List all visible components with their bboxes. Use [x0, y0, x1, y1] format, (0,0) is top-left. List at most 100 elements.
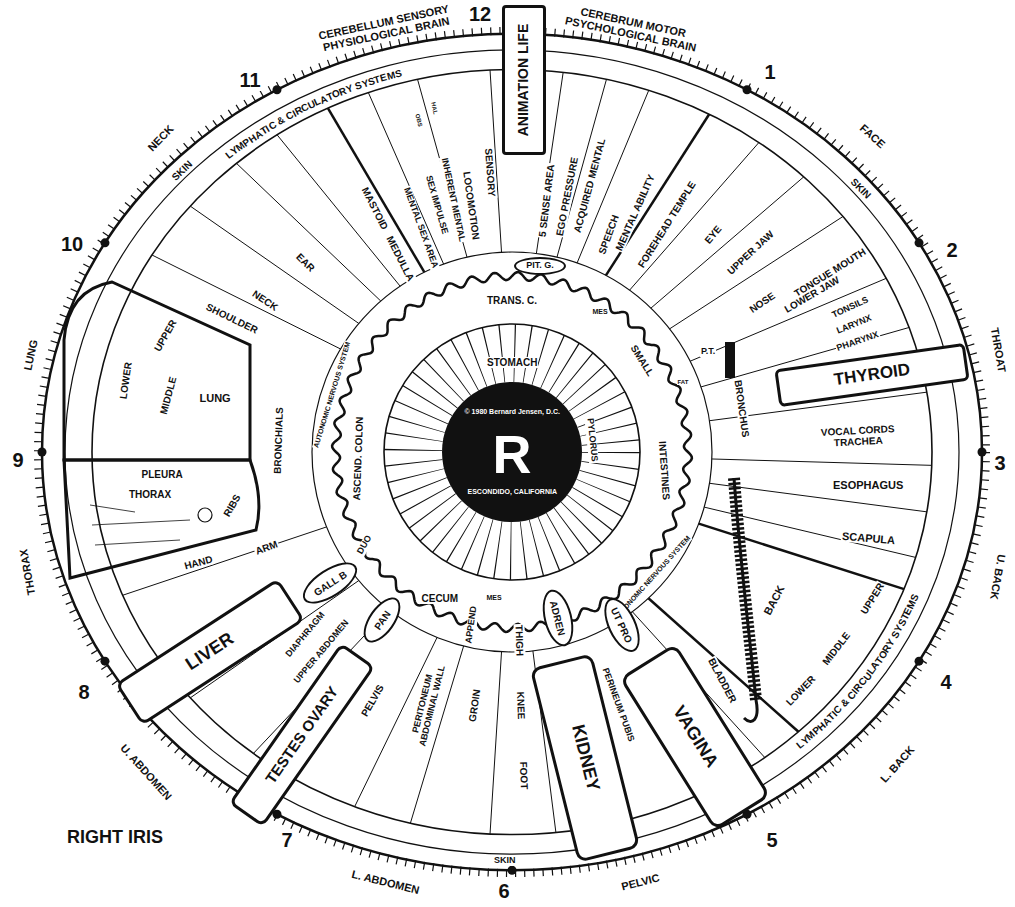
clock-number: 2: [946, 239, 959, 261]
clock-number: 9: [12, 449, 25, 471]
region-label: L. BACK: [877, 743, 917, 786]
organ-name: PIT. G.: [526, 261, 554, 271]
zone-label: GROIN: [466, 687, 482, 723]
zone-label: HAL: [429, 100, 438, 115]
clock-number: 6: [498, 880, 511, 902]
zone-label: UPPER: [858, 580, 887, 617]
zone-label: BRONCHUS: [732, 378, 751, 439]
thorax-mark: [198, 508, 212, 522]
region-label: THROAT: [988, 326, 1008, 374]
band-label: LYMPHATIC & CIRCULATORY SYSTEMS: [220, 64, 408, 165]
sector-divider: [651, 177, 804, 308]
zone-label: OBS: [413, 112, 423, 128]
sector-divider: [490, 652, 502, 834]
zone-label: PELVIS: [358, 681, 386, 718]
zone-label: TRANS. C.: [486, 295, 538, 306]
organ-name: LIVER: [182, 629, 237, 674]
credit-text: ESCONDIDO, CALIFORNIA: [468, 488, 557, 496]
zone-label: EYE: [702, 222, 725, 246]
pupil-disc: R© 1980 Bernard Jensen, D.C.ESCONDIDO, C…: [442, 382, 582, 522]
zone-label: PYLORUS: [584, 417, 599, 463]
sector-divider: [712, 459, 932, 465]
region-label: NECK: [144, 122, 176, 154]
zone-label: SMALL: [628, 342, 657, 379]
zone-label: SCAPULA: [840, 530, 896, 547]
clock-number: 1: [764, 61, 777, 83]
organ-name: TESTES OVARY: [262, 683, 341, 786]
zone-label: DUO: [355, 533, 375, 557]
zone-label: NOSE: [747, 289, 778, 315]
zone-label: RIBS: [221, 491, 243, 519]
region-label: FACE: [856, 121, 887, 151]
zone-label: ACQUIRED MENTAL: [571, 136, 607, 235]
eye-letter: R: [493, 425, 532, 484]
zone-label: LOWER: [117, 360, 133, 400]
zone-label: INTESTINES: [656, 439, 671, 501]
clock-dot: [100, 657, 109, 666]
spine-symbol: [734, 478, 757, 721]
organ-zone: GALL B: [296, 554, 363, 611]
organ-zone: PAN: [356, 591, 407, 649]
zone-label: PLEURA: [141, 469, 184, 480]
zone-label: STOMACH: [486, 357, 538, 368]
organ-name: THYROID: [833, 360, 911, 389]
clock-number: 5: [766, 829, 779, 851]
organ-zone: LIVER: [115, 578, 305, 726]
zone-label: BRONCHIALS: [271, 405, 284, 474]
zone-label: NECK: [250, 287, 281, 313]
organ-name: ANIMATION LIFE: [516, 24, 531, 137]
zone-label: KNEE: [515, 690, 527, 720]
iris-ring: [65, 50, 959, 854]
region-label: CEREBELLUM SENSORY PHYSIOLOGICAL BRAIN: [308, 0, 462, 55]
region-label: U. BACK: [988, 552, 1008, 601]
zone-label: MES: [486, 594, 503, 602]
zone-label: UPPER JAW: [724, 227, 776, 277]
organ-name: KIDNEY: [567, 723, 603, 794]
organ-zone: THYROID: [774, 343, 969, 407]
zone-label: HAND: [182, 553, 215, 572]
iris-ring: [42, 34, 982, 871]
zone-label: MIDDLE: [819, 629, 853, 668]
clock-number: 11: [239, 69, 262, 91]
zone-label: 5 SENSE AREA: [536, 162, 556, 238]
clock-dot: [915, 238, 924, 247]
thorax-outline: [64, 460, 259, 578]
sector-divider: [236, 163, 380, 301]
region-label: LUNG: [21, 338, 40, 373]
sector-divider: [277, 135, 400, 286]
zone-label: SHOULDER: [204, 300, 261, 335]
organ-name: PAN: [372, 609, 393, 632]
clock-dot: [38, 448, 47, 457]
organ-zone: ADREN: [537, 586, 578, 649]
zone-label: LUNG: [199, 392, 232, 404]
pt-mark: [725, 342, 735, 378]
zone-label: UPPER: [151, 316, 179, 353]
zone-label: EAR: [293, 250, 317, 274]
zone-label: FAT: [677, 379, 690, 386]
clock-dot: [743, 85, 752, 94]
sector-ring: [312, 252, 712, 652]
stomach-ring: [384, 324, 640, 580]
region-label: L. ABDOMEN: [349, 868, 421, 897]
zone-label: ARM: [252, 538, 279, 557]
zone-label: THORAX: [128, 489, 172, 500]
clock-dot: [273, 85, 282, 94]
zone-label: MIDDLE: [158, 374, 179, 416]
region-label: U. ABDOMEN: [117, 741, 174, 803]
sector-divider: [606, 114, 709, 275]
zone-label: CECUM: [421, 593, 460, 604]
clock-number: 4: [940, 671, 953, 693]
zone-label: ESOPHAGUS: [832, 479, 904, 491]
stomach-rays: [413, 353, 611, 551]
zone-label: PERITONEUM ABDOMINAL WALL: [407, 657, 449, 753]
organ-name: GALL B: [311, 568, 348, 597]
clock-number: 12: [468, 3, 492, 25]
region-label: PELVIC: [619, 871, 662, 893]
iris-ring: [92, 69, 932, 834]
sector-divider: [699, 524, 904, 589]
chart-title: RIGHT IRIS: [66, 828, 164, 848]
region-label: SKIN: [493, 856, 517, 866]
clock-number: 3: [994, 452, 1007, 474]
organ-zone: UT PRO: [597, 593, 647, 657]
